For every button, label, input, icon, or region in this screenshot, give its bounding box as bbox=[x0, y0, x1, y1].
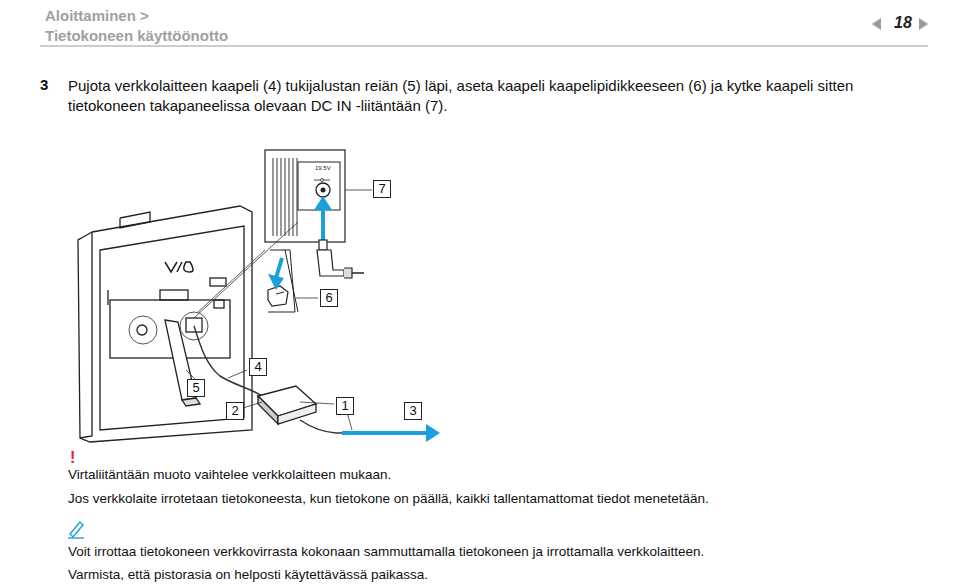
callout-box: 4 bbox=[249, 358, 267, 376]
power-cable bbox=[194, 326, 420, 433]
callout-box: 7 bbox=[373, 180, 391, 198]
voltage-label: 19.5V bbox=[315, 165, 331, 172]
warning-mark: ! bbox=[70, 450, 75, 466]
cable-holder-inset bbox=[268, 250, 298, 312]
dc-in-inset bbox=[265, 150, 345, 242]
header-rule bbox=[40, 46, 928, 47]
step-number: 3 bbox=[40, 76, 48, 93]
callout-number: 5 bbox=[192, 380, 199, 395]
note-icon bbox=[68, 522, 84, 538]
page-number: 18 bbox=[894, 14, 912, 32]
ac-adapter bbox=[258, 386, 316, 424]
callout-number: 1 bbox=[341, 398, 348, 413]
computer-back bbox=[78, 206, 252, 442]
warning-text: Virtaliitäntään muoto vaihtelee verkkola… bbox=[68, 466, 391, 483]
callout-number: 6 bbox=[325, 290, 332, 305]
callout-box: 3 bbox=[404, 402, 422, 420]
callout-box: 6 bbox=[320, 289, 338, 307]
page-header: Aloittaminen > Tietokoneen käyttöönotto bbox=[45, 6, 230, 46]
note-text: Voit irrottaa tietokoneen verkkovirrasta… bbox=[68, 543, 704, 560]
dc-plug bbox=[317, 240, 364, 278]
stand bbox=[165, 320, 200, 406]
callout-box: 5 bbox=[187, 379, 205, 397]
leader-lines bbox=[186, 190, 372, 430]
callout-box: 2 bbox=[226, 402, 244, 420]
step-text: Pujota verkkolaitteen kaapeli (4) tukija… bbox=[68, 76, 918, 116]
note-text: Varmista, että pistorasia on helposti kä… bbox=[68, 566, 428, 583]
callout-box: 1 bbox=[336, 397, 354, 415]
callout-number: 7 bbox=[378, 181, 385, 196]
warning-text: Jos verkkolaite irrotetaan tietokoneesta… bbox=[68, 490, 709, 507]
callout-number: 4 bbox=[254, 359, 261, 374]
plug-arrow bbox=[314, 196, 332, 250]
outlet-arrow bbox=[342, 424, 440, 442]
callout-number: 2 bbox=[231, 403, 238, 418]
callout-number: 3 bbox=[409, 403, 416, 418]
